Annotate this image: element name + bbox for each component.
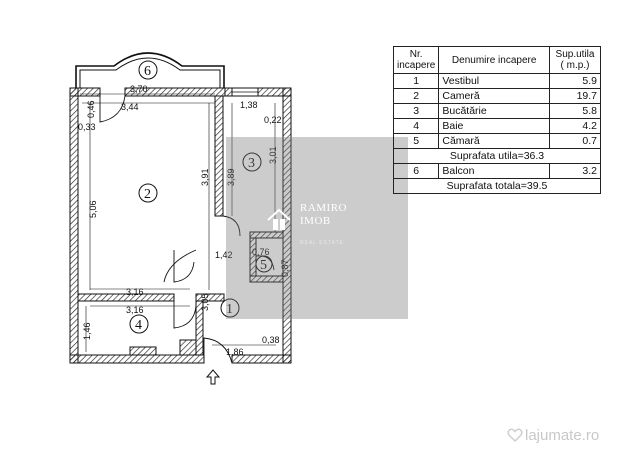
room-number-1: 1 bbox=[226, 302, 233, 317]
dim-window-wall: 0,22 bbox=[264, 115, 282, 125]
watermark-line-1: RAMIRO bbox=[300, 202, 348, 214]
door-room2 bbox=[173, 250, 195, 283]
table-row: 2 Cameră 19.7 bbox=[392, 88, 601, 104]
wall-room2-kitchen bbox=[214, 95, 224, 217]
door-kitchen bbox=[222, 215, 241, 237]
dim-room2-bottom: 3,16 bbox=[126, 287, 144, 297]
brand-text: lajumate.ro bbox=[525, 427, 600, 444]
door-entrance bbox=[203, 337, 233, 364]
dim-balcony-width: 3,70 bbox=[130, 84, 148, 94]
row-area: 0.7 bbox=[549, 133, 601, 149]
heart-icon bbox=[507, 428, 523, 442]
bath-fixture bbox=[179, 339, 197, 356]
table-row: 3 Bucătărie 5.8 bbox=[392, 103, 601, 119]
entrance-arrow-icon bbox=[205, 369, 221, 385]
wall-bath-right bbox=[195, 300, 204, 356]
dim-kitchen-height: 3,89 bbox=[226, 168, 236, 186]
room-number-6: 6 bbox=[144, 64, 151, 79]
row-name: Cameră bbox=[438, 88, 550, 104]
house-logo-icon bbox=[267, 208, 291, 230]
dim-kitchen-width: 1,38 bbox=[240, 100, 258, 110]
balcony-outline bbox=[75, 52, 225, 88]
wall-pantry bbox=[249, 231, 284, 239]
dim-hall-width: 1,42 bbox=[215, 250, 233, 260]
watermark-line-2: IMOB bbox=[300, 215, 331, 227]
room-number-3: 3 bbox=[248, 156, 255, 171]
row-nr: 5 bbox=[392, 133, 440, 149]
row-area: 5.8 bbox=[549, 103, 601, 119]
room-number-2: 2 bbox=[144, 187, 151, 202]
row-area: 4.2 bbox=[549, 118, 601, 134]
useful-total-row: Suprafata utila=36.3 bbox=[393, 148, 601, 164]
row-name: Vestibul bbox=[438, 73, 550, 89]
door-room2-b bbox=[163, 249, 197, 283]
dim-kitchen-right: 3,01 bbox=[268, 146, 278, 164]
area-table: Nr. incapere Denumire incapere Sup.utila… bbox=[392, 46, 601, 194]
row-area: 19.7 bbox=[549, 88, 601, 104]
wall-room2-bath bbox=[77, 293, 175, 302]
wall-left bbox=[69, 87, 79, 364]
useful-total: Suprafata utila=36.3 bbox=[393, 148, 601, 164]
door-bath bbox=[173, 301, 197, 329]
watermark-overlay bbox=[226, 137, 408, 319]
row-nr: 1 bbox=[392, 73, 440, 89]
header-nr: Nr. incapere bbox=[392, 46, 440, 74]
dim-entrance-width: 1,86 bbox=[226, 347, 244, 357]
wall-bottom-right bbox=[231, 354, 292, 364]
row-name: Balcon bbox=[438, 163, 550, 179]
dim-bath-height: 1,46 bbox=[82, 322, 92, 340]
header-name: Denumire incapere bbox=[438, 46, 550, 74]
table-row: 1 Vestibul 5.9 bbox=[392, 73, 601, 89]
dim-vest-height: 3,05 bbox=[200, 293, 210, 311]
wall-bath-vest bbox=[195, 293, 225, 302]
dim-pantry-height: 0,87 bbox=[280, 259, 290, 277]
row-name: Bucătărie bbox=[438, 103, 550, 119]
balcony-inner-outline bbox=[79, 57, 221, 88]
row-nr: 6 bbox=[392, 163, 440, 179]
wall-pantry-left bbox=[249, 237, 257, 277]
watermark-line-3: REAL ESTATE bbox=[300, 240, 344, 246]
dim-room2-width: 3,44 bbox=[121, 102, 139, 112]
grand-total: Suprafata totala=39.5 bbox=[393, 178, 601, 194]
room-number-4: 4 bbox=[135, 318, 142, 333]
dim-balcony-door: 0,46 bbox=[86, 100, 96, 118]
dim-right-corner: 0,38 bbox=[262, 335, 280, 345]
row-area: 3.2 bbox=[549, 163, 601, 179]
dim-pantry-width: 0,76 bbox=[252, 247, 270, 257]
table-row: 6 Balcon 3.2 bbox=[392, 163, 601, 179]
header-area: Sup.utila ( m.p.) bbox=[549, 46, 601, 74]
table-header-row: Nr. incapere Denumire incapere Sup.utila… bbox=[392, 46, 601, 74]
table-row: 4 Baie 4.2 bbox=[392, 118, 601, 134]
row-name: Baie bbox=[438, 118, 550, 134]
row-area: 5.9 bbox=[549, 73, 601, 89]
dim-wall-left: 0,33 bbox=[78, 122, 96, 132]
door-pantry bbox=[255, 255, 275, 271]
room-number-5: 5 bbox=[260, 258, 267, 273]
dim-room2-inner-height: 3,91 bbox=[200, 168, 210, 186]
grand-total-row: Suprafata totala=39.5 bbox=[393, 178, 601, 194]
row-nr: 4 bbox=[392, 118, 440, 134]
table-row: 5 Cămară 0.7 bbox=[392, 133, 601, 149]
bath-vent bbox=[129, 346, 157, 356]
wall-pantry-bottom bbox=[249, 275, 284, 283]
row-nr: 3 bbox=[392, 103, 440, 119]
dim-bath-width: 3,16 bbox=[126, 305, 144, 315]
balcony-door-swing bbox=[99, 95, 126, 123]
row-nr: 2 bbox=[392, 88, 440, 104]
row-name: Cămară bbox=[438, 133, 550, 149]
wall-bottom-left bbox=[69, 354, 205, 364]
dim-room2-height: 5,06 bbox=[88, 200, 98, 218]
